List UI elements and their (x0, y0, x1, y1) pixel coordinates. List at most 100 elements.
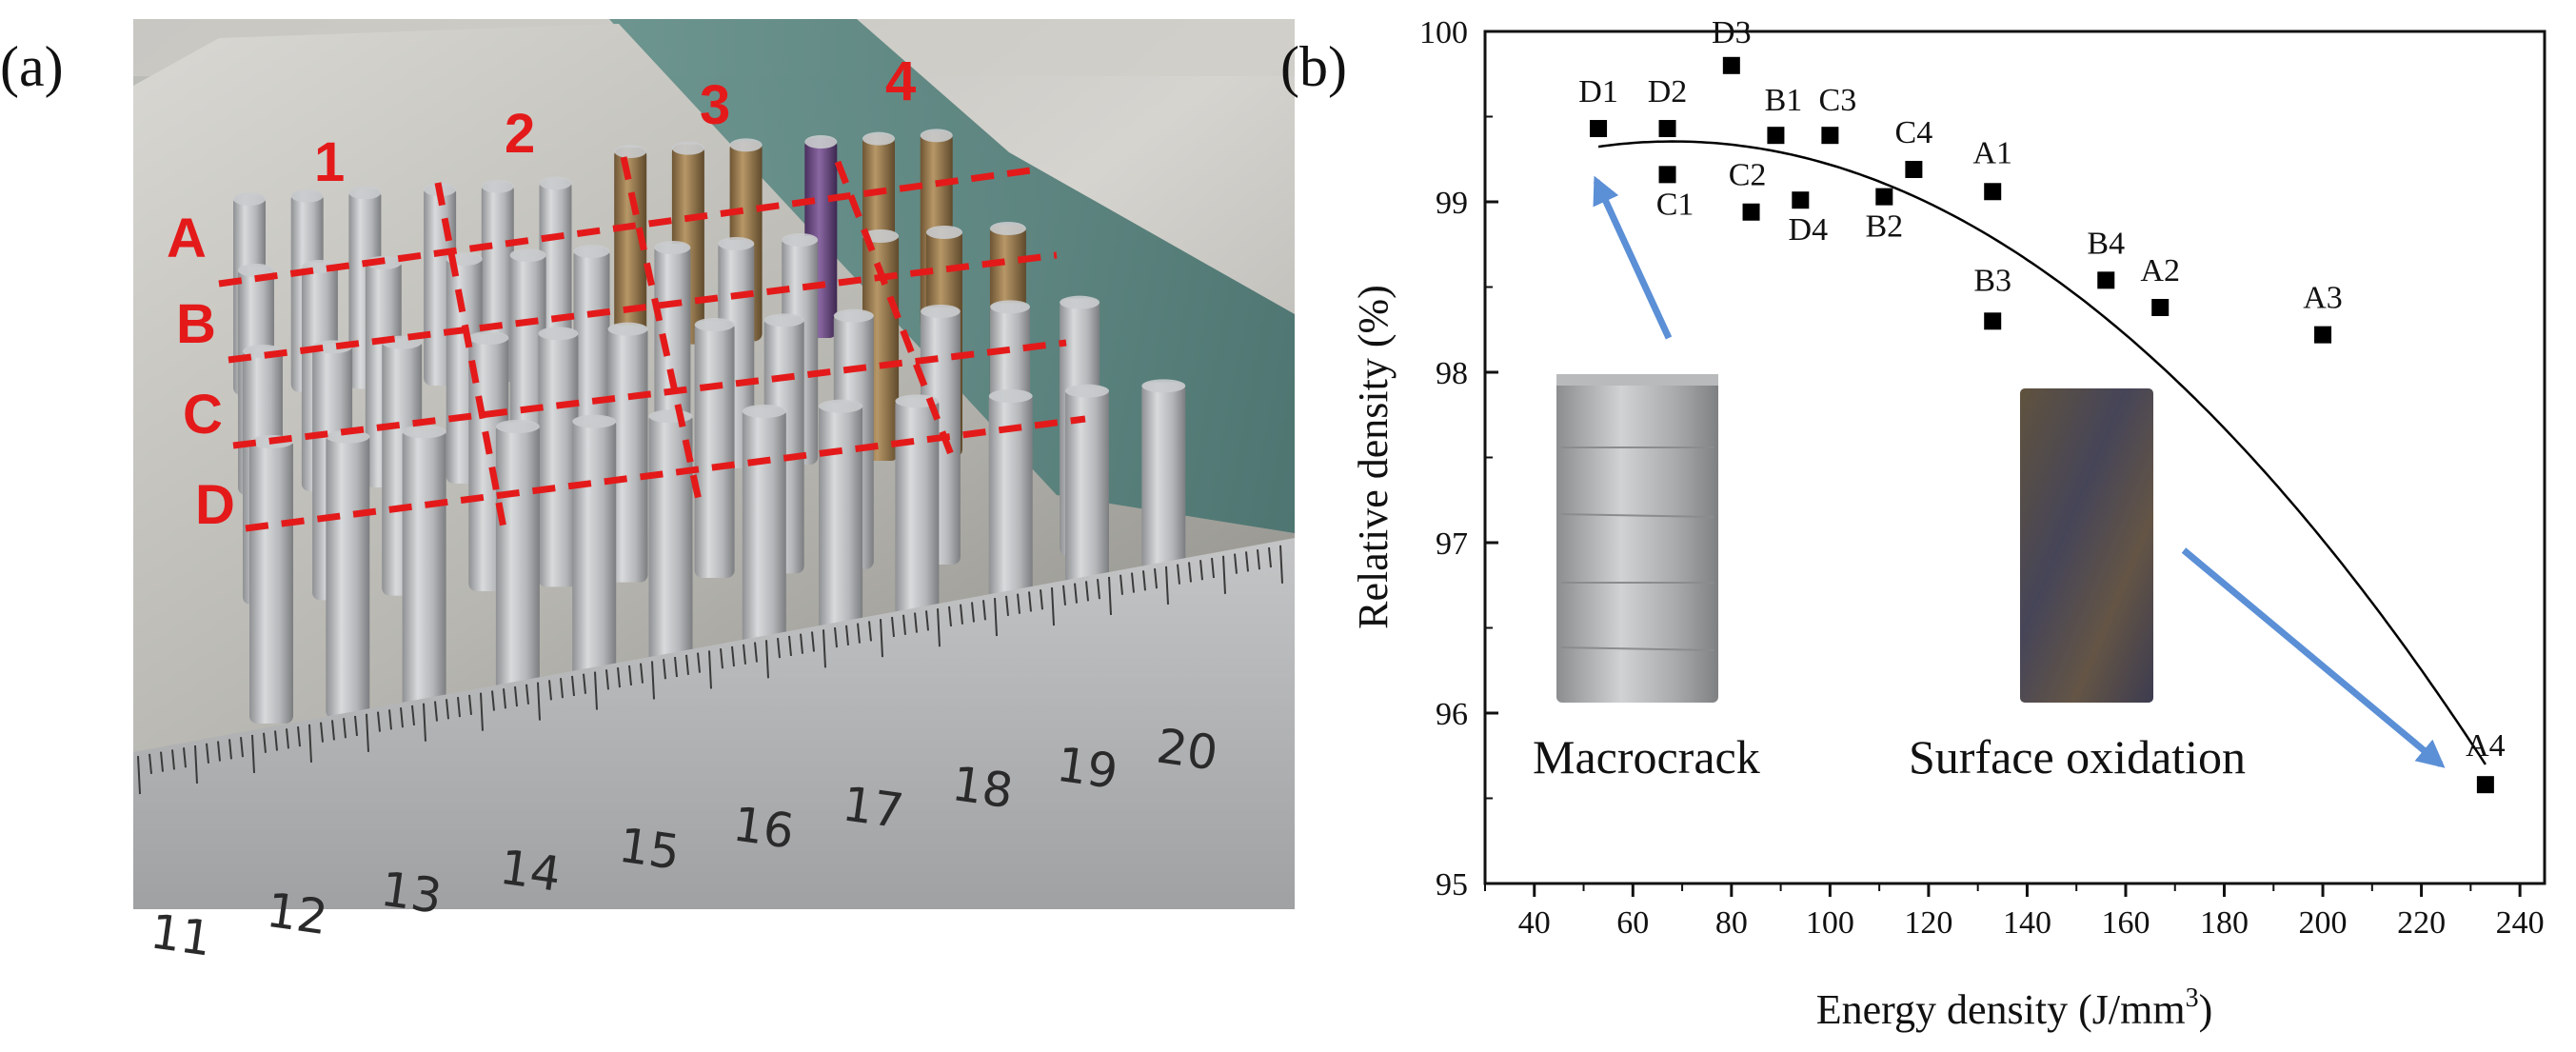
ruler-tick (994, 598, 998, 637)
ruler-number: 14 (497, 840, 565, 903)
specimen-pillar-top (481, 179, 514, 193)
ruler-tick (982, 600, 986, 621)
arrow-to-d1 (1593, 175, 1673, 340)
specimen-pillar-top (671, 141, 704, 155)
data-point-a4 (2476, 776, 2494, 794)
data-point-b1 (1767, 127, 1785, 145)
ruler-tick (1131, 572, 1135, 593)
x-tick-label: 180 (2200, 905, 2249, 941)
specimen-pillar-top (607, 322, 648, 336)
ruler-tick (1062, 585, 1066, 605)
specimen-pillar-top (742, 405, 786, 418)
surface-oxidation-specimen-image (2020, 388, 2153, 703)
ruler-tick (731, 645, 735, 667)
ruler-tick (1199, 560, 1203, 581)
ruler-tick (331, 720, 335, 741)
data-label-a2: A2 (2140, 253, 2180, 288)
ruler-number: 13 (378, 862, 446, 924)
specimen-pillar (648, 412, 693, 699)
data-label-a4: A4 (2466, 728, 2506, 764)
x-tick-label: 140 (2003, 905, 2051, 941)
ruler-tick (663, 659, 666, 680)
ruler-tick (1165, 566, 1169, 605)
ruler-tick (217, 741, 221, 762)
ruler-tick (685, 654, 689, 675)
row-label-a: A (167, 208, 207, 269)
specimen-pillar (538, 329, 579, 587)
data-label-c4: C4 (1895, 115, 1933, 150)
ruler-tick (1017, 593, 1020, 614)
y-tick-label: 98 (1436, 356, 1468, 391)
ruler-tick (868, 621, 872, 642)
data-point-c1 (1658, 166, 1676, 184)
y-tick-label: 96 (1436, 697, 1468, 732)
data-label-a3: A3 (2303, 281, 2343, 316)
data-point-c2 (1742, 203, 1760, 221)
specimen-pillar-top (1060, 295, 1100, 309)
data-label-d1: D1 (1578, 74, 1618, 109)
column-label-4: 4 (885, 50, 916, 112)
data-label-d3: D3 (1712, 15, 1752, 50)
specimen-pillar (742, 407, 786, 693)
ruler-tick (822, 629, 826, 668)
ruler-tick (1257, 549, 1260, 570)
ruler-number: 11 (148, 903, 215, 966)
ruler-tick (228, 739, 232, 760)
ruler-tick (308, 724, 312, 763)
ruler-tick (503, 688, 506, 709)
specimen-pillar-top (989, 222, 1026, 235)
ruler-tick (880, 619, 883, 658)
column-label-2: 2 (505, 103, 535, 165)
data-point-d3 (1722, 56, 1740, 74)
data-point-b3 (1984, 312, 2002, 330)
ruler-tick (560, 678, 564, 699)
specimen-pillar-top (468, 331, 509, 345)
ruler-tick (571, 675, 575, 697)
specimen-pillar (572, 417, 617, 704)
specimen-pillar-top (782, 233, 819, 247)
specimen-pillar-top (729, 138, 763, 152)
specimen-pillar-top (572, 414, 617, 428)
ruler-tick (583, 673, 586, 694)
panel-label-b: (b) (1280, 35, 1347, 98)
ruler-tick (423, 703, 426, 742)
data-point-c4 (1905, 160, 1923, 178)
specimen-pillar-top (718, 237, 755, 250)
ruler-tick (251, 734, 255, 773)
data-label-c3: C3 (1819, 83, 1857, 118)
specimen-pillar (495, 423, 540, 708)
specimen-pillar-top (862, 131, 895, 146)
data-point-d1 (1590, 120, 1608, 138)
specimen-pillar-top (290, 189, 324, 203)
specimen-pillar-top (833, 308, 874, 323)
ruler-tick (354, 715, 358, 737)
ruler-tick (1028, 591, 1032, 612)
ruler-tick (834, 626, 838, 648)
ruler-tick (1279, 545, 1283, 584)
ruler-tick (514, 685, 518, 707)
ruler-tick (1040, 589, 1043, 610)
x-tick-label: 160 (2101, 905, 2150, 941)
specimen-pillar-top (862, 229, 900, 243)
ruler-tick (971, 602, 975, 623)
specimen-pillar-top (763, 313, 804, 328)
row-label-d: D (195, 474, 235, 536)
ruler-tick (777, 638, 781, 659)
specimen-pillars (233, 129, 1186, 724)
x-tick-label: 240 (2496, 905, 2545, 941)
ruler-tick (343, 718, 347, 739)
specimen-pillar-top (1141, 379, 1186, 393)
specimen-pillar-top (538, 327, 579, 341)
ruler-tick (811, 631, 815, 652)
ruler-tick (286, 728, 289, 749)
specimen-pillar-top (804, 135, 838, 149)
ruler-number: 18 (949, 756, 1017, 819)
data-point-a3 (2314, 326, 2332, 344)
inset-caption-surface-oxidation: Surface oxidation (1909, 730, 2246, 784)
ruler-tick (640, 663, 644, 684)
data-label-c2: C2 (1729, 158, 1767, 193)
ruler-tick (525, 684, 529, 705)
